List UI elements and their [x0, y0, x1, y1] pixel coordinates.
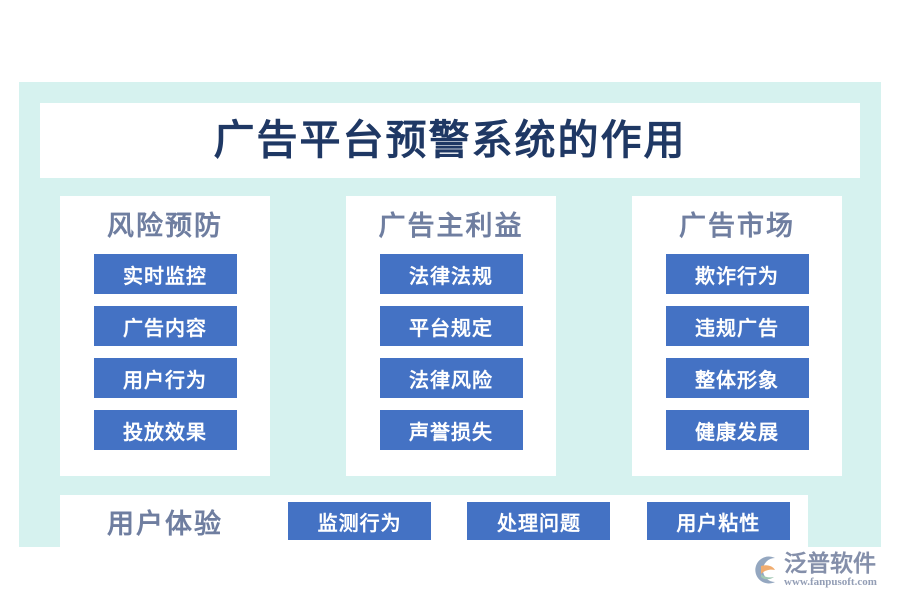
chip-item[interactable]: 声誉损失 [379, 410, 523, 451]
column-ad-market: 广告市场 欺诈行为 违规广告 整体形象 健康发展 [632, 196, 842, 476]
column-heading: 广告主利益 [378, 211, 524, 241]
chip-item[interactable]: 投放效果 [93, 410, 237, 451]
chip-item[interactable]: 广告内容 [93, 306, 237, 347]
fanpu-logo-icon [748, 553, 782, 587]
chip-item[interactable]: 监测行为 [288, 502, 432, 540]
infographic-panel: 广告平台预警系统的作用 风险预防 实时监控 广告内容 用户行为 投放效果 广告主… [19, 82, 881, 547]
columns-container: 风险预防 实时监控 广告内容 用户行为 投放效果 广告主利益 法律法规 平台规定… [60, 196, 842, 476]
chip-item[interactable]: 用户行为 [93, 358, 237, 399]
chip-item[interactable]: 法律风险 [379, 358, 523, 399]
chip-item[interactable]: 平台规定 [379, 306, 523, 347]
watermark-url: www.fanpusoft.com [784, 576, 877, 588]
chip-item[interactable]: 欺诈行为 [665, 254, 809, 295]
title-band: 广告平台预警系统的作用 [40, 103, 860, 178]
chip-item[interactable]: 处理问题 [467, 502, 611, 540]
bottom-row-heading: 用户体验 [107, 508, 223, 539]
chip-item[interactable]: 整体形象 [665, 358, 809, 399]
chip-item[interactable]: 用户粘性 [646, 502, 790, 540]
watermark-text-block: 泛普软件 www.fanpusoft.com [784, 552, 877, 588]
column-heading: 广告市场 [679, 211, 795, 241]
column-risk-prevention: 风险预防 实时监控 广告内容 用户行为 投放效果 [60, 196, 270, 476]
watermark-brand: 泛普软件 [784, 551, 876, 576]
chip-item[interactable]: 法律法规 [379, 254, 523, 295]
bottom-row-chips: 监测行为 处理问题 用户粘性 [270, 502, 808, 540]
chip-item[interactable]: 实时监控 [93, 254, 237, 295]
column-heading: 风险预防 [107, 211, 223, 241]
watermark: 泛普软件 www.fanpusoft.com [748, 546, 896, 594]
chip-item[interactable]: 健康发展 [665, 410, 809, 451]
bottom-row: 用户体验 监测行为 处理问题 用户粘性 [60, 495, 808, 547]
chip-item[interactable]: 违规广告 [665, 306, 809, 347]
page-title: 广告平台预警系统的作用 [213, 117, 687, 163]
column-advertiser-interest: 广告主利益 法律法规 平台规定 法律风险 声誉损失 [346, 196, 556, 476]
